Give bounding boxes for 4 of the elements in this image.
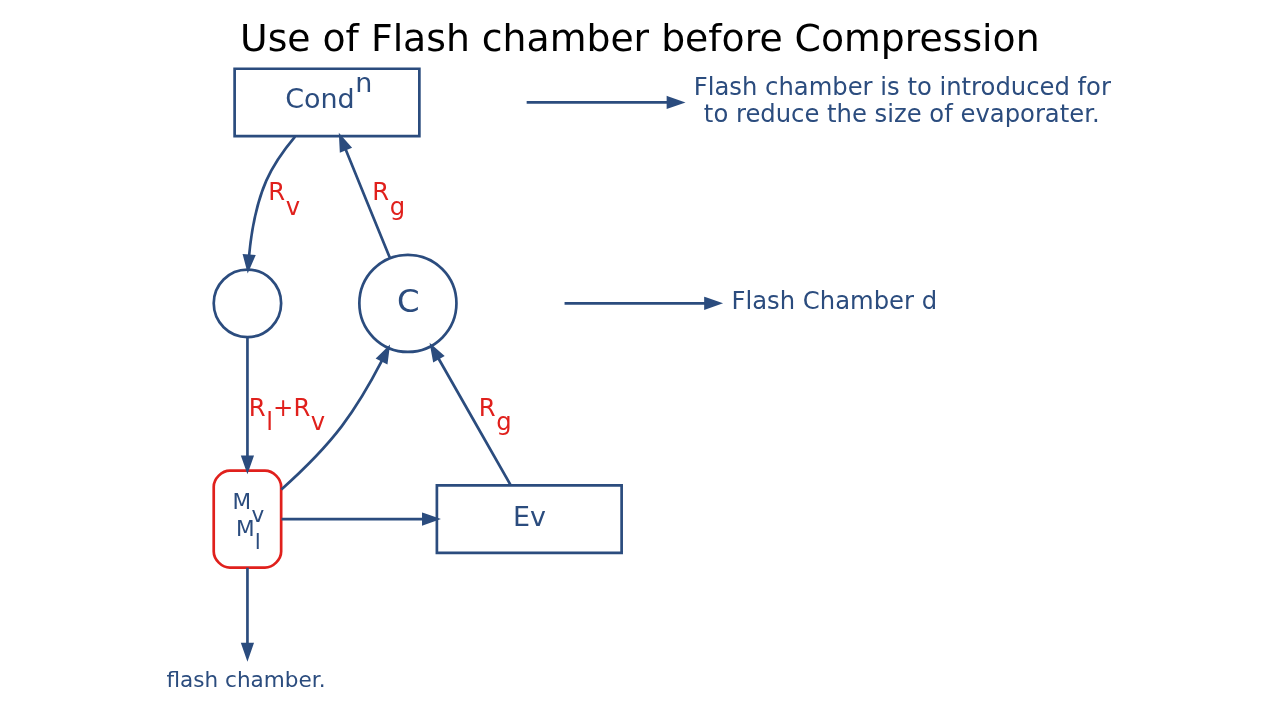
node-text: Flash Chamber d [731,286,937,316]
diagram-title: Use of Flash chamber before Compression [239,16,1040,61]
node-text: flash chamber. [166,667,326,693]
node-text: Flash chamber is to introduced for to reduce the size of evaporater. [693,71,1111,128]
